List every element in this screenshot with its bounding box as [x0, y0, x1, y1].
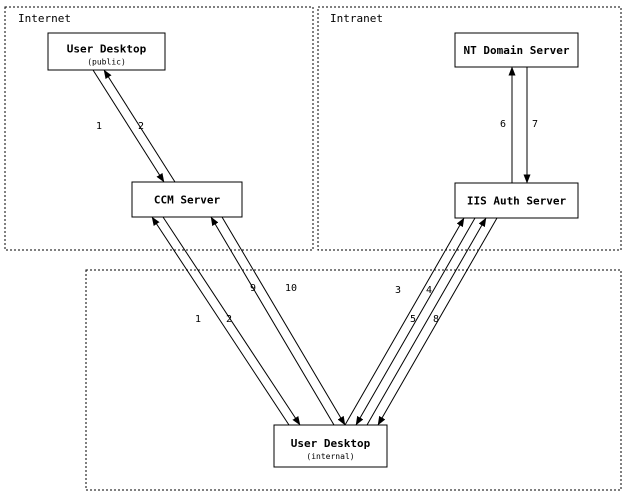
zone-label-intranet: Intranet	[330, 12, 383, 25]
node-subtitle-user-desktop-internal: (internal)	[306, 452, 354, 461]
zone-label-internet: Internet	[18, 12, 71, 25]
edge-e4-iis-to-internal	[355, 217, 476, 426]
edge-label-e1-public-to-ccm: 1	[96, 121, 102, 132]
node-nt-domain-server[interactable]: NT Domain Server	[454, 32, 579, 68]
edge-e5-internal-to-iis	[366, 217, 487, 426]
node-iis-auth-server[interactable]: IIS Auth Server	[454, 182, 579, 219]
node-box-nt-domain-server	[454, 32, 579, 68]
edge-label-e1b-internal-to-ccm: 1	[195, 314, 201, 325]
edge-e3-internal-to-iis	[344, 217, 465, 426]
node-title-user-desktop-public: User Desktop	[67, 43, 147, 56]
zone-boundary-internal-lan	[85, 269, 622, 491]
node-user-desktop-internal[interactable]: User Desktop (internal)	[273, 424, 388, 468]
edges-layer	[92, 66, 531, 426]
edge-labels-layer: 1 2 6 7 1 2 9 10 3 4 5 8	[96, 119, 538, 325]
node-box-user-desktop-internal	[273, 424, 388, 468]
edge-label-e4-iis-to-internal: 4	[426, 285, 432, 296]
edge-e1-public-to-ccm	[92, 69, 165, 183]
zone-boundary-internet	[4, 6, 314, 251]
edge-label-e9-internal-to-ccm: 9	[250, 283, 256, 294]
edge-label-e10-ccm-to-internal: 10	[285, 283, 297, 294]
nodes-layer: User Desktop (public) CCM Server NT Domain …	[47, 32, 579, 468]
edge-e2b-ccm-to-internal	[162, 216, 301, 426]
node-title-nt-domain-server: NT Domain Server	[464, 44, 570, 57]
edge-label-e8-iis-to-internal: 8	[433, 314, 439, 325]
edge-label-e7-nt-to-iis: 7	[532, 119, 538, 130]
edge-e10-ccm-to-internal	[221, 216, 346, 426]
zone-boundary-intranet	[317, 6, 622, 251]
node-subtitle-user-desktop-public: (public)	[87, 58, 126, 67]
node-ccm-server[interactable]: CCM Server	[131, 181, 243, 218]
edge-label-e2-ccm-to-public: 2	[138, 121, 144, 132]
node-title-ccm-server: CCM Server	[154, 194, 221, 207]
edge-e8-iis-to-internal	[377, 217, 498, 426]
node-title-iis-auth-server: IIS Auth Server	[467, 195, 567, 208]
edge-label-e5-internal-to-iis: 5	[410, 314, 416, 325]
node-box-ccm-server	[131, 181, 243, 218]
node-box-iis-auth-server	[454, 182, 579, 219]
node-title-user-desktop-internal: User Desktop	[291, 437, 371, 450]
edge-label-e6-iis-to-nt: 6	[500, 119, 506, 130]
zones-layer: Internet Intranet	[4, 6, 622, 491]
edge-label-e2b-ccm-to-internal: 2	[226, 314, 232, 325]
edge-label-e3-internal-to-iis: 3	[395, 285, 401, 296]
node-box-user-desktop-public	[47, 32, 166, 71]
edge-e1b-internal-to-ccm	[151, 216, 290, 426]
edge-e9-internal-to-ccm	[210, 216, 335, 426]
edge-e2-ccm-to-public	[103, 69, 176, 183]
node-user-desktop-public[interactable]: User Desktop (public)	[47, 32, 166, 71]
